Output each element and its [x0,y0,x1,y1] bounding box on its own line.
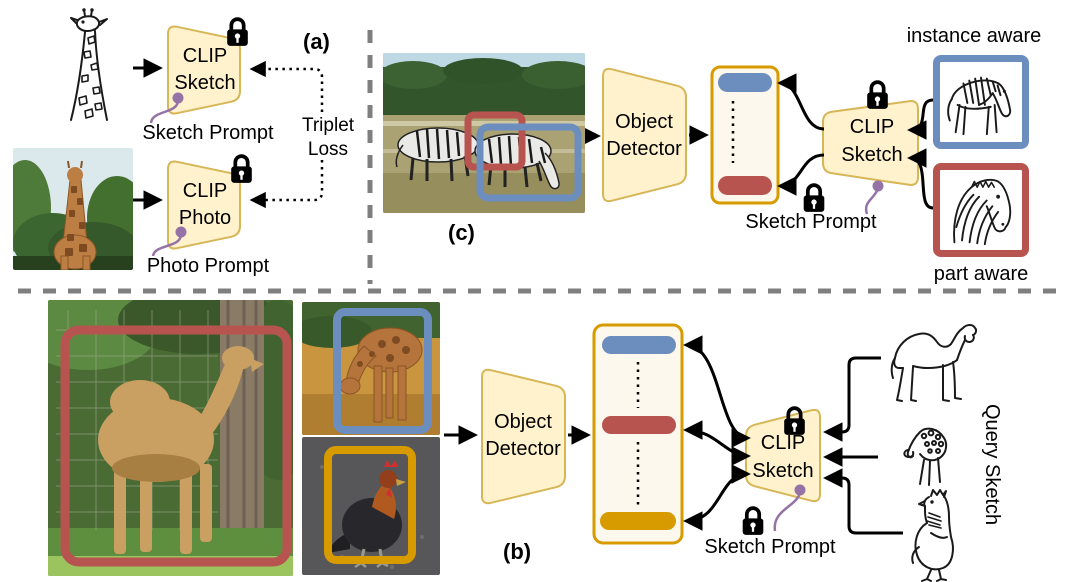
sketch-prompt-node-b [794,484,806,496]
object-detector-block-c [602,67,687,203]
arrow-clip-to-redpill-c [777,153,825,196]
lock-icon [224,16,251,49]
object-detector-label-c: Object Detector [606,111,682,160]
lock-icon [800,182,828,215]
clip-sketch-block-a [167,25,241,115]
giraffe-sketch-query-a [55,8,135,126]
clip-photo-label-a: CLIP Photo [178,180,232,229]
giraffe-photo-b [302,302,440,435]
sketch-prompt-curve-c [864,188,880,215]
zebra-photo-c [383,53,585,213]
bbox-instance-zebra [476,123,582,202]
arrow-clip-bluepill-b [683,335,751,448]
clip-sketch-label-b: CLIP Sketch [752,432,814,482]
camel-photo-b [48,300,293,576]
lock-icon [739,505,767,538]
zebra-head-sketch [953,178,1012,246]
lock-icon [781,405,808,438]
arrow-clip-yellowpill-b [683,464,751,531]
feature-pill-red-c [718,176,772,195]
bbox-part-zebra [464,111,526,171]
photo-prompt-label-a: Photo Prompt [146,255,270,277]
sketch-prompt-curve-a [149,100,180,124]
bbox-giraffe [333,308,432,434]
panel-a-label: (a) [303,29,330,54]
query-sketch-label: Query Sketch [981,404,1003,526]
sketch-prompt-label-b: Sketch Prompt [704,536,836,558]
part-aware-label: part aware [933,263,1029,285]
object-detector-block-b [481,368,566,505]
sketch-prompt-node-a [172,92,184,104]
clip-sketch-block-c [822,100,919,186]
feature-pill-blue-b [602,336,676,354]
instance-aware-sketch-box [933,55,1029,149]
panel-b-label: (b) [503,539,532,564]
triplet-loss-label: Triplet Loss [301,115,355,160]
triplet-dotted-arrow-top [249,60,324,112]
arrow-instance-to-clip [907,98,934,140]
zebra-instance-sketch [947,76,1012,136]
clip-photo-block-a [167,160,241,250]
triplet-dotted-arrow-bottom [249,160,324,209]
feature-pill-blue-c [718,73,772,92]
bbox-camel [60,325,292,567]
feature-column-c [710,65,780,205]
sketch-prompt-curve-b [773,492,802,532]
sketch-prompt-label-c: Sketch Prompt [745,211,877,233]
object-detector-label-b: Object Detector [485,411,561,460]
sketch-prompt-label-a: Sketch Prompt [142,122,274,144]
panel-c-label: (c) [448,220,475,245]
clip-sketch-label-c: CLIP Sketch [841,116,903,166]
giraffe-photo-a [13,148,133,270]
rooster-query-sketch [905,487,963,582]
arrow-clip-redpill-b [683,420,751,466]
lock-icon [864,79,891,112]
part-aware-sketch-box [933,163,1029,257]
clip-sketch-label-a: CLIP Sketch [174,45,236,94]
photo-prompt-node-a [175,226,187,238]
bbox-rooster [324,446,416,564]
arrow-part-to-clip [907,148,934,210]
sketch-prompt-node-c [872,180,884,192]
giraffe-query-sketch [900,420,952,490]
photo-prompt-curve-a [151,234,183,257]
feature-pill-yellow-b [600,512,676,530]
arrow-clip-to-bluepill-c [777,73,825,131]
feature-pill-red-b [602,416,676,434]
camel-query-sketch [883,312,981,406]
arrow-camel-sketch-to-clip [823,356,881,442]
instance-aware-label: instance aware [906,25,1042,47]
rooster-photo-b [302,437,440,575]
arrow-rooster-sketch-to-clip [823,468,903,535]
lock-icon [228,153,255,186]
